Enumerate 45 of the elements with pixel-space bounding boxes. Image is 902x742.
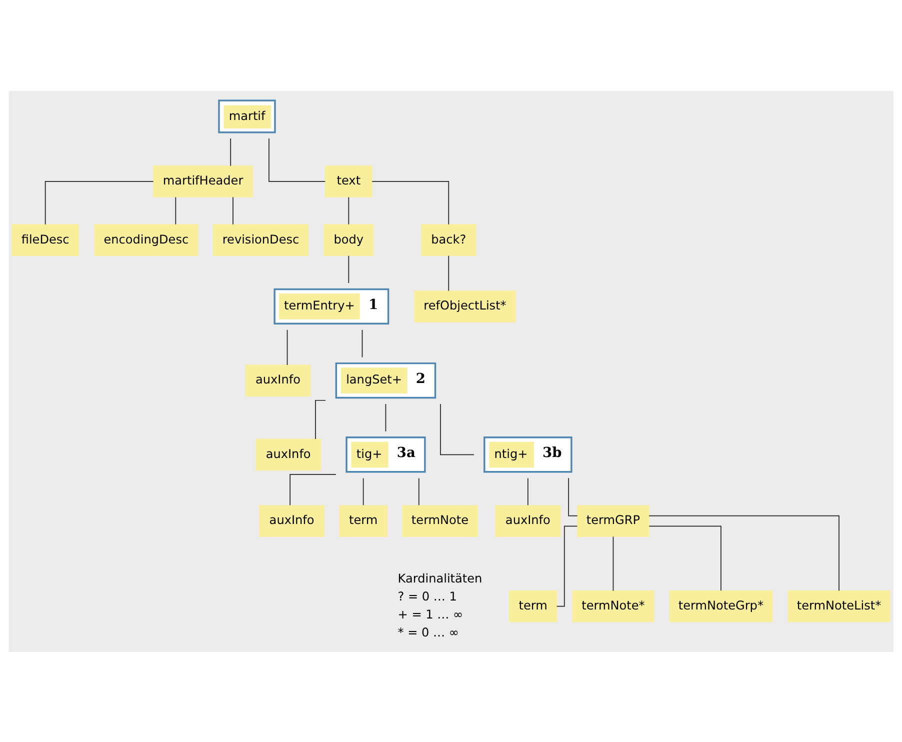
- label: * = 0 … ∞: [398, 625, 459, 640]
- connector: [448, 254, 450, 291]
- connector: [648, 525, 722, 590]
- node-box: encodingDesc: [94, 224, 198, 256]
- node-box: revisionDesc: [212, 224, 309, 256]
- connector: [372, 180, 450, 224]
- label: ? = 0 … 1: [398, 588, 457, 603]
- node-box: fileDesc: [12, 224, 79, 256]
- connector: [290, 474, 336, 506]
- connector: [612, 536, 614, 591]
- label: Kardinalitäten: [398, 570, 482, 585]
- label: + = 1 … ∞: [398, 607, 464, 622]
- connector: [418, 477, 420, 506]
- node-box: termGRP: [577, 504, 650, 536]
- node-box: auxInfo: [259, 504, 325, 536]
- connector: [286, 328, 288, 365]
- node-box: termNote: [402, 504, 478, 536]
- connector: [527, 477, 528, 506]
- node-box: termNote*: [572, 590, 654, 622]
- node-box: termNoteList*: [788, 590, 890, 622]
- connector: [556, 525, 578, 606]
- node-box: martifHeader: [153, 165, 254, 197]
- node-box: refObjectList*: [414, 290, 516, 322]
- connector: [362, 328, 363, 358]
- connector: [385, 403, 386, 432]
- node-box: body: [324, 224, 374, 256]
- connector: [648, 514, 840, 590]
- connector: [348, 254, 350, 283]
- node-box: termNoteGrp*: [669, 590, 773, 622]
- connector: [348, 196, 350, 224]
- connector: [230, 138, 232, 166]
- connector: [175, 196, 176, 224]
- node-box: term: [339, 504, 388, 536]
- connector: [362, 477, 364, 506]
- node-box: auxInfo: [256, 438, 322, 470]
- node-box: term: [508, 590, 558, 622]
- node-box: auxInfo: [245, 364, 311, 396]
- connector: [44, 180, 154, 224]
- connector: [232, 196, 234, 224]
- node-box: auxInfo: [495, 504, 561, 536]
- node-box: back?: [421, 224, 476, 256]
- connector: [440, 403, 474, 455]
- node-box: text: [324, 165, 372, 197]
- connector: [268, 138, 326, 182]
- connector: [568, 477, 578, 516]
